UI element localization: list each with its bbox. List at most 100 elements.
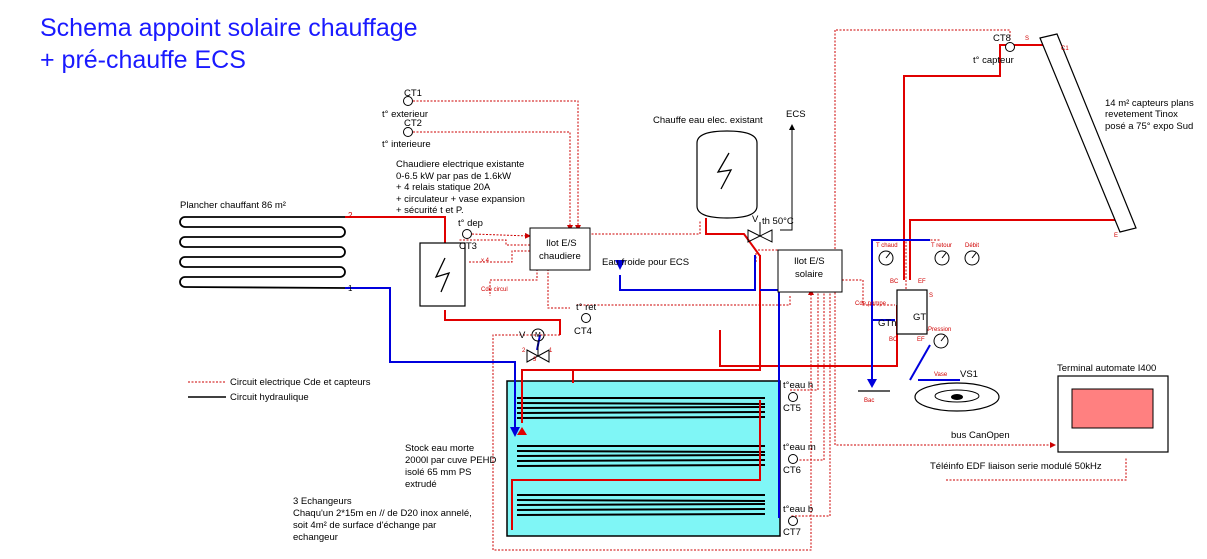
hot-arrow-icon [517, 427, 527, 435]
diagram-title-line-2: + pré-chauffe ECS [40, 46, 246, 74]
gt-port-ef-bottom: EF [917, 337, 925, 343]
boiler-desc-5: + sécurité t et P. [396, 205, 464, 216]
gt-port-bc-bottom: BC [889, 337, 898, 343]
ct2-id: CT2 [404, 118, 422, 129]
ct8-label: t° capteur [973, 55, 1014, 66]
exchangers-desc-3: soit 4m² de surface d'échange par [293, 520, 437, 531]
gt-t-retour: T retour [931, 243, 952, 249]
mixing-valve-m: M [535, 332, 541, 339]
ct3-label: t° dep [458, 218, 483, 229]
water-heater-tank [696, 130, 758, 219]
terminal-label: Terminal automate I400 [1057, 363, 1157, 374]
ct6-id: CT6 [783, 465, 801, 476]
drain-arrow-icon [867, 379, 877, 388]
water-heater-label: Chauffe eau elec. existant [653, 115, 763, 126]
gt-exchanger-box [896, 289, 928, 335]
gt-cde-pompe: Cde pompe [855, 301, 887, 307]
legend-hydraulic-label: Circuit hydraulique [230, 392, 309, 403]
thermo-valve-label: th 50°C [762, 216, 794, 227]
gt-port-s: S [929, 293, 934, 299]
thermo-valve-v: V [752, 214, 759, 225]
ct1-id: CT1 [404, 88, 422, 99]
floor-heating-label: Plancher chauffant 86 m² [180, 200, 286, 211]
mixing-valve-p2: 2 [522, 348, 526, 354]
terminal-screen [1071, 388, 1154, 429]
tank-exchanger-coils [516, 397, 766, 516]
gt-port-ef-top: EF [918, 279, 926, 285]
cold-water-arrow-icon [615, 260, 625, 270]
gt-vase: Vase [934, 372, 948, 378]
collectors-desc-3: posé a 75° expo Sud [1105, 121, 1194, 132]
mixing-valve-p3: 3 [533, 357, 537, 363]
exchangers-desc-1: 3 Echangeurs [293, 496, 352, 507]
boiler-desc-4: + circulateur + vase expansion [396, 194, 525, 205]
mixing-valve-v: V [519, 330, 526, 341]
exchangers-desc-4: echangeur [293, 532, 338, 543]
relays-cde-circul: Cde circul [481, 287, 508, 293]
ct7-id: CT7 [783, 527, 801, 538]
ilot-solaire-line-2: solaire [795, 269, 823, 280]
bus-label: bus CanOpen [951, 430, 1010, 441]
gt-label: GT [913, 312, 927, 323]
exchangers-desc-2: Chaqu'un 2*15m en // de D20 inox annelé, [293, 508, 472, 519]
ct5-label: t°eau h [783, 380, 814, 391]
collector-port-c1: C1 [1061, 46, 1069, 52]
ct4-id: CT4 [574, 326, 592, 337]
tank-desc-1: Stock eau morte [405, 443, 475, 454]
teleinfo-label: Téléinfo EDF liaison serie modulé 50kHz [930, 461, 1102, 472]
relays-x4: x 4 [481, 258, 490, 264]
ilot-solaire-box [777, 249, 843, 293]
mixing-valve-icon [526, 328, 550, 363]
gauge-debit-icon [964, 250, 980, 266]
floor-port-out: 2 [348, 211, 353, 220]
lightning-icon [434, 257, 451, 293]
vs1-center-icon [951, 394, 963, 400]
ct2-label: t° interieure [382, 139, 431, 150]
gt-port-bc-top: BC [890, 279, 899, 285]
gt-pression: Pression [928, 327, 952, 333]
water-heater-lightning-icon [716, 152, 733, 190]
floor-heating-coil [179, 216, 346, 289]
sensor-ct4-icon [581, 313, 591, 323]
sensor-ct5-icon [788, 392, 798, 402]
gt-debit: Débit [965, 243, 980, 249]
collectors-desc-2: revetement Tinox [1105, 109, 1178, 120]
tank-desc-3: isolé 65 mm PS [405, 467, 472, 478]
ct8-id: CT8 [993, 33, 1011, 44]
gauge-t-retour-icon [934, 250, 950, 266]
ct3-id: CT3 [459, 241, 477, 252]
sensor-ct2-icon [403, 127, 413, 137]
collector-port-e: E [1114, 233, 1119, 239]
ilot-chaudiere-line-2: chaudiere [539, 251, 581, 262]
cold-water-label: Eau froide pour ECS [602, 257, 690, 268]
hot-pipes [345, 44, 1125, 530]
sensor-ct1-icon [403, 96, 413, 106]
sensor-ct7-icon [788, 516, 798, 526]
collector-port-s: S [1025, 36, 1030, 42]
gt-t-chaud: T chaud [876, 243, 898, 249]
mixing-valve-p1: 1 [549, 348, 553, 354]
ct4-label: t° ret [576, 302, 597, 313]
gtn-label: GTn [878, 318, 897, 329]
gauge-pression-icon [933, 333, 949, 349]
tank-desc-4: extrudé [405, 479, 437, 490]
ilot-solaire-line-1: Ilot E/S [794, 256, 825, 267]
vs1-label: VS1 [960, 369, 978, 380]
ilot-chaudiere-box [529, 227, 591, 271]
ecs-output-line [780, 124, 795, 231]
sensor-ct6-icon [788, 454, 798, 464]
ilot-chaudiere-line-1: Ilot E/S [546, 238, 577, 249]
ct7-label: t°eau b [783, 504, 814, 515]
collectors-desc-1: 14 m² capteurs plans [1105, 98, 1194, 109]
diagram-title-line-1: Schema appoint solaire chauffage [40, 14, 418, 42]
ecs-label: ECS [786, 109, 806, 120]
sensor-ct8-icon [1005, 42, 1015, 52]
cold-pipes [345, 239, 960, 518]
cold-arrow-icon [510, 427, 520, 437]
legend-electric-label: Circuit electrique Cde et capteurs [230, 377, 371, 388]
thermostatic-valve-icon [747, 222, 773, 243]
ct5-id: CT5 [783, 403, 801, 414]
signal-wiring [413, 29, 1127, 551]
ct6-label: t°eau m [783, 442, 816, 453]
